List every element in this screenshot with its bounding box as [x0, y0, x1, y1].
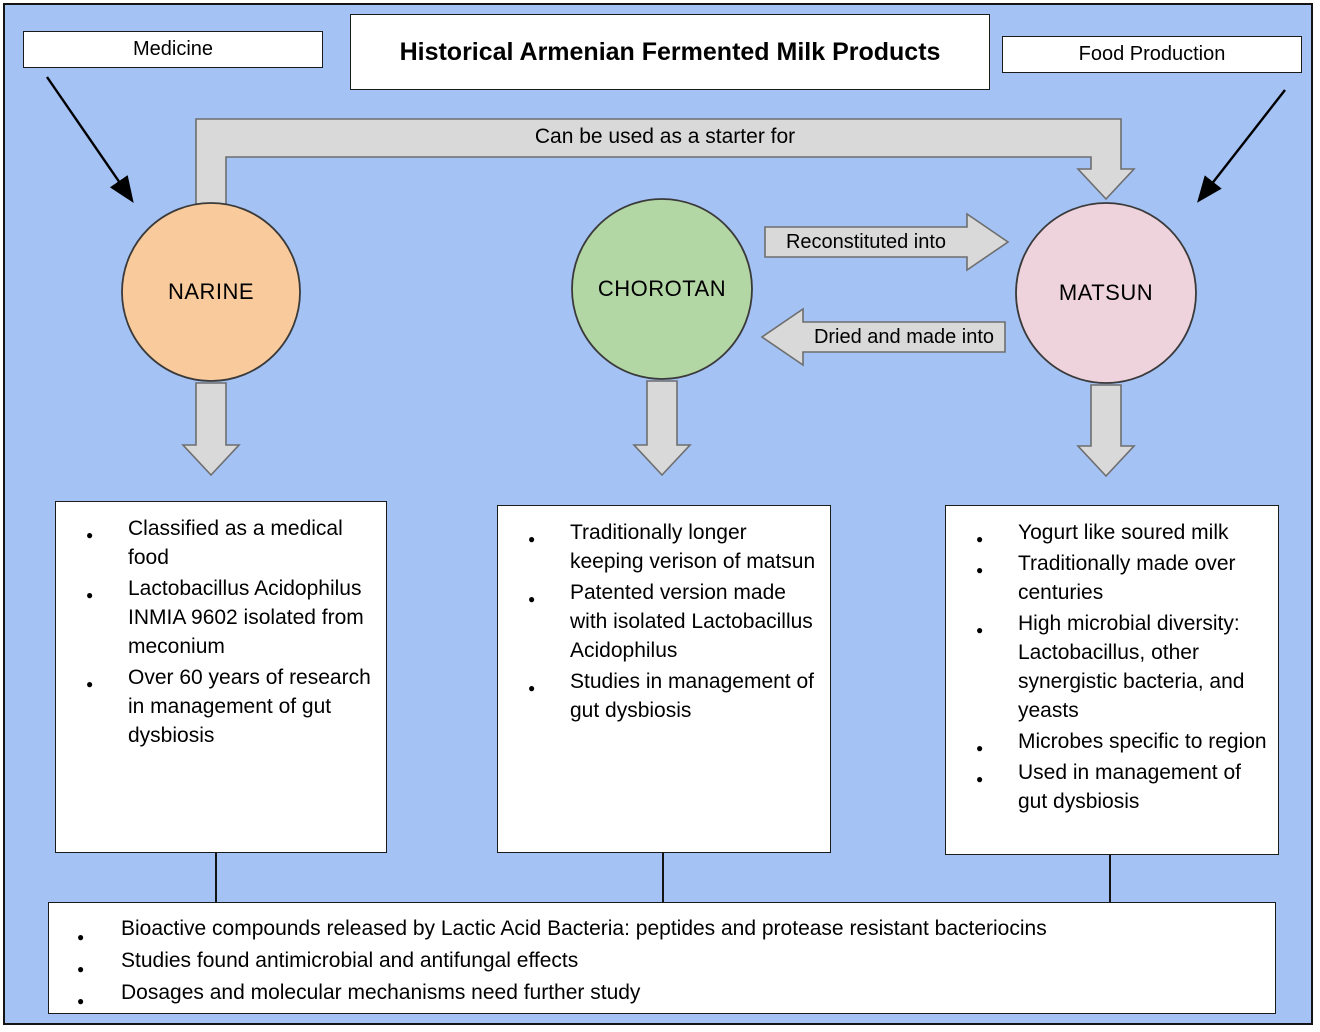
bullet-item: Traditionally longer keeping verison of … [528, 518, 820, 576]
bullet-item: Yogurt like soured milk [976, 518, 1268, 554]
food-production-to-matsun-arrow [1197, 89, 1286, 203]
chorotan-bullet-list: Traditionally longer keeping verison of … [528, 518, 820, 725]
food-production-label-box: Food Production [1002, 36, 1302, 73]
chorotan-circle [571, 198, 753, 380]
narine-node-label: NARINE [167, 279, 255, 304]
matsun-circle [1015, 202, 1197, 384]
bullet-item: Microbes specific to region [976, 727, 1268, 763]
bullet-item: Lactobacillus Acidophilus INMIA 9602 iso… [86, 574, 376, 661]
narine-details-box: Classified as a medical food Lactobacill… [55, 501, 387, 853]
medicine-label: Medicine [132, 38, 214, 60]
bullet-item: Studies found antimicrobial and antifung… [77, 946, 1261, 984]
dried-and-made-into-arrow [760, 307, 1006, 367]
bullet-item: Traditionally made over centuries [976, 549, 1268, 607]
dried-arrow-label: Dried and made into [813, 326, 995, 348]
arrows-layer [46, 76, 1286, 902]
starter-arrow-label: Can be used as a starter for [534, 125, 796, 148]
bullet-item: High microbial diversity: Lactobacillus,… [976, 609, 1268, 725]
narine-down-arrow [181, 382, 241, 477]
narine-circle [121, 202, 301, 382]
matsun-down-arrow [1076, 384, 1136, 478]
medicine-to-narine-arrow [46, 76, 134, 203]
matsun-bullet-list: Yogurt like soured milk Traditionally ma… [976, 518, 1268, 816]
page-title: Historical Armenian Fermented Milk Produ… [399, 37, 941, 66]
bullet-item: Studies in management of gut dysbiosis [528, 667, 820, 725]
title-box: Historical Armenian Fermented Milk Produ… [350, 14, 990, 90]
matsun-details-box: Yogurt like soured milk Traditionally ma… [945, 505, 1279, 855]
bullet-item: Over 60 years of research in management … [86, 663, 376, 750]
chorotan-details-box: Traditionally longer keeping verison of … [497, 505, 831, 853]
bullet-item: Dosages and molecular mechanisms need fu… [77, 978, 1261, 1016]
bullet-item: Bioactive compounds released by Lactic A… [77, 914, 1261, 952]
medicine-label-box: Medicine [23, 31, 323, 68]
bullet-item: Patented version made with isolated Lact… [528, 578, 820, 665]
summary-bullet-list: Bioactive compounds released by Lactic A… [77, 914, 1261, 1016]
chorotan-node-label: CHOROTAN [597, 276, 727, 301]
matsun-node-label: MATSUN [1058, 280, 1154, 305]
diagram-canvas: Medicine Historical Armenian Fermented M… [3, 3, 1313, 1025]
reconstituted-arrow-label: Reconstituted into [785, 231, 947, 253]
summary-box: Bioactive compounds released by Lactic A… [48, 902, 1276, 1016]
bullet-item: Classified as a medical food [86, 514, 376, 572]
bullet-item: Used in management of gut dysbiosis [976, 758, 1268, 816]
narine-bullet-list: Classified as a medical food Lactobacill… [86, 514, 376, 750]
reconstituted-into-arrow [764, 212, 1010, 272]
food-production-label: Food Production [1078, 43, 1226, 65]
chorotan-down-arrow [632, 380, 692, 477]
